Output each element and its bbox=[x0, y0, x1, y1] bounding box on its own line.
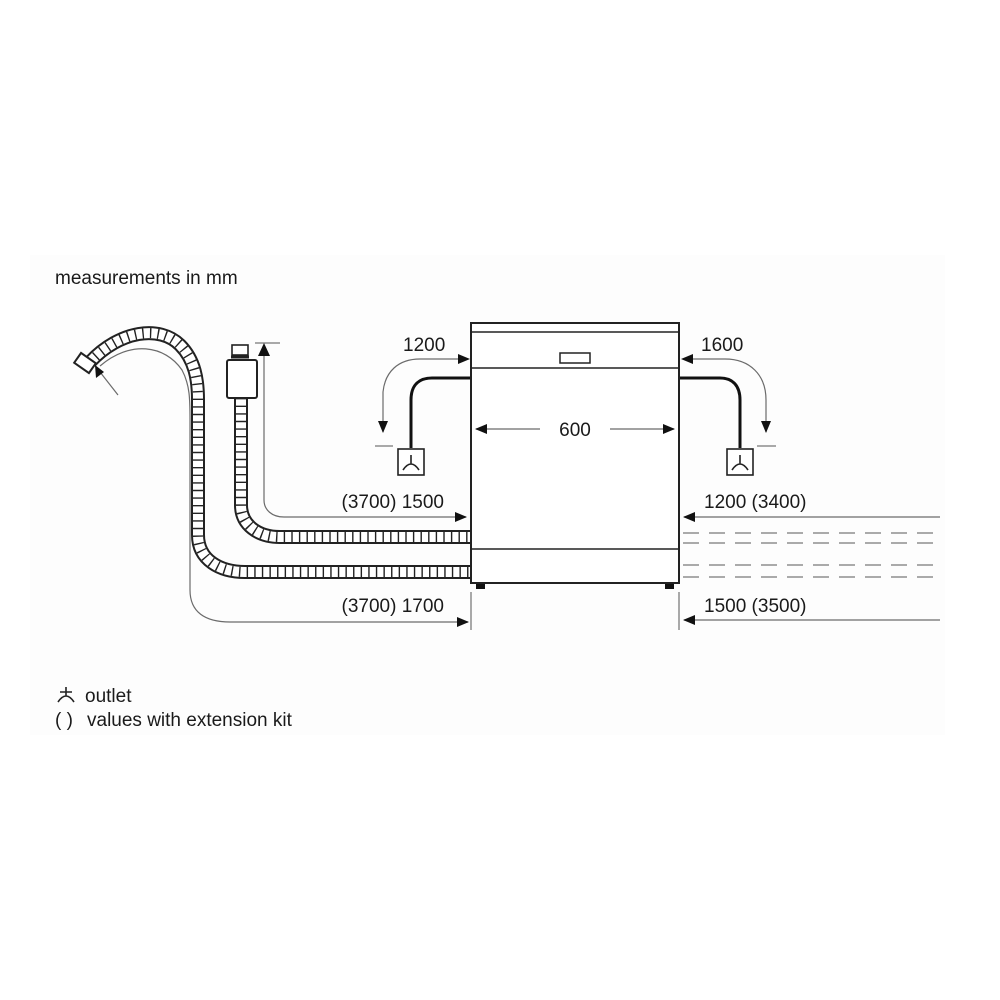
drain-hose-end-icon bbox=[72, 351, 98, 375]
label-right-upper: 1200 (3400) bbox=[704, 492, 806, 513]
inlet-hose-dimension-line bbox=[263, 352, 467, 522]
dishwasher bbox=[470, 322, 680, 589]
right-drain-pipe bbox=[680, 376, 742, 448]
drain-hose-dimension-line bbox=[99, 348, 469, 627]
foot-right bbox=[665, 584, 674, 589]
foot-left bbox=[476, 584, 485, 589]
left-drain-pipe bbox=[409, 376, 470, 448]
label-right-lower: 1500 (3500) bbox=[704, 596, 806, 617]
dishwasher-body bbox=[470, 322, 680, 584]
label-inlet-hose: (3700) 1500 bbox=[342, 492, 444, 513]
legend-parens-symbol: ( ) bbox=[55, 710, 73, 731]
control-panel-display bbox=[559, 352, 591, 364]
outlet-legend-icon bbox=[57, 687, 75, 703]
drain-hose bbox=[72, 326, 472, 579]
right-outlet-dimension-line bbox=[684, 358, 771, 433]
left-outlet-dimension-line bbox=[378, 358, 466, 433]
label-right-outlet: 1600 bbox=[701, 335, 743, 356]
aquastop-valve-icon bbox=[226, 359, 258, 399]
label-left-outlet: 1200 bbox=[403, 335, 445, 356]
tap-connector-icon bbox=[231, 344, 249, 356]
legend-parens-label: values with extension kit bbox=[87, 710, 293, 731]
width-label: 600 bbox=[559, 420, 591, 441]
legend-outlet-label: outlet bbox=[85, 686, 132, 707]
label-drain-hose: (3700) 1700 bbox=[342, 596, 444, 617]
measurements-title: measurements in mm bbox=[55, 268, 238, 289]
right-side-hoses bbox=[683, 532, 940, 578]
legend: outlet ( ) values with extension kit bbox=[55, 686, 293, 731]
inlet-hose bbox=[226, 344, 472, 544]
